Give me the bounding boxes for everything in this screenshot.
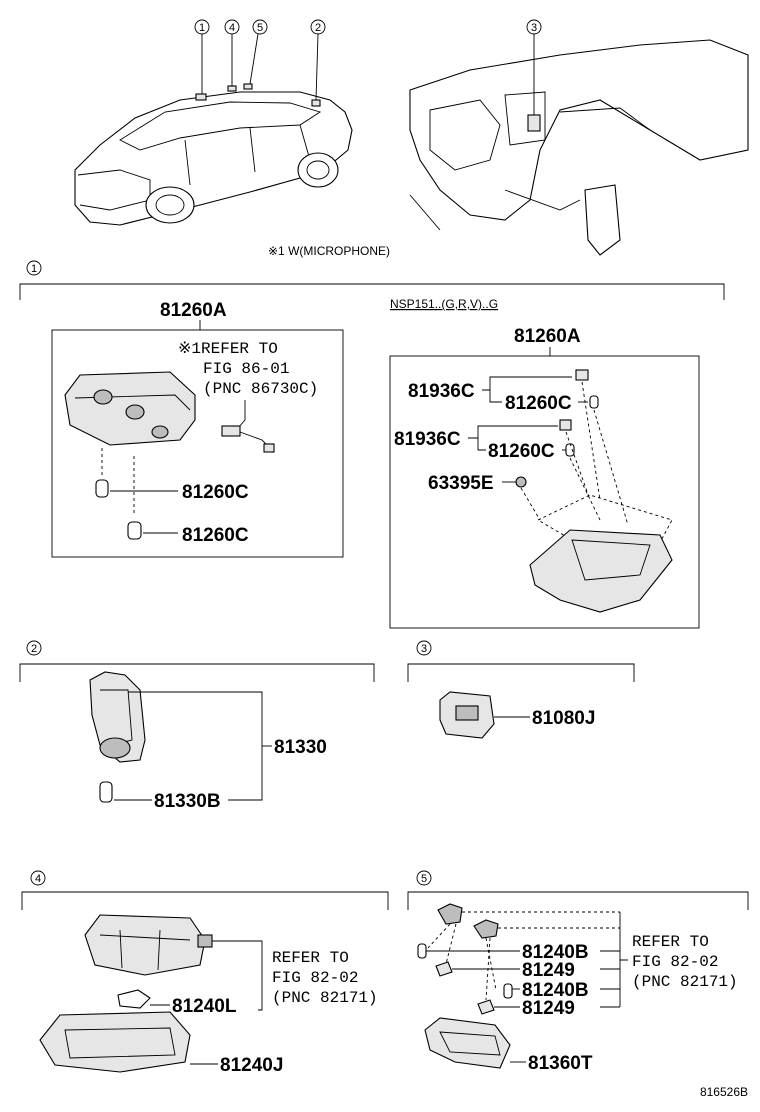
s5-refer-line-1: REFER TO — [632, 933, 709, 951]
section-3: 3 81080J — [407, 640, 635, 739]
microphone-wire — [221, 400, 275, 453]
section1-right-title: 81260A — [514, 326, 581, 347]
figure-code: 816526B — [700, 1085, 748, 1099]
part-81330: 81330 — [274, 737, 327, 758]
s4-refer-line-2: FIG 82-02 — [272, 969, 358, 987]
section-2: 2 81330 81330B — [19, 640, 375, 812]
section-5: 5 81240B 81249 81240B 81249 REFER TO FIG… — [407, 870, 749, 1074]
section1-condition: NSP151..(G,R,V)..G — [390, 297, 498, 311]
section-4: 4 REFER TO FIG 82-02 (PNC 82171) 81240L … — [21, 870, 389, 1076]
bulb-81240l — [117, 989, 151, 1009]
section-1: 1 81260A ※1REFER TO FIG 86-01 (PNC 86730… — [19, 260, 725, 629]
switch-81080j — [439, 691, 495, 739]
part-63395e: 63395E — [428, 473, 494, 494]
bulb-81330b — [99, 781, 113, 803]
section1-left-title: 81260A — [160, 300, 227, 321]
part-81330b: 81330B — [154, 791, 221, 812]
s4-refer-line-1: REFER TO — [272, 949, 349, 967]
s4-refer-line-3: (PNC 82171) — [272, 989, 378, 1007]
s5-refer-line-2: FIG 82-02 — [632, 953, 718, 971]
section1-right-box — [389, 355, 700, 629]
section-4-callout: 4 — [35, 873, 41, 885]
part-81080j: 81080J — [532, 708, 595, 729]
part-81240b-1: 81240B — [522, 942, 589, 963]
refer-line-2: FIG 86-01 — [203, 360, 289, 378]
part-81249-1: 81249 — [522, 960, 575, 981]
section-2-callout: 2 — [31, 643, 37, 655]
callout-3: 3 — [531, 22, 537, 34]
refer-line-3: (PNC 86730C) — [203, 380, 318, 398]
vanity-lamp-parts — [417, 903, 620, 1015]
bulb-81260c-b — [127, 521, 142, 540]
section-3-callout: 3 — [421, 643, 427, 655]
part-81936c-1: 81936C — [408, 381, 475, 402]
section1-left-box — [51, 329, 344, 558]
part-81360t: 81360T — [528, 1053, 593, 1074]
section-1-callout: 1 — [31, 263, 37, 275]
callout-1: 1 — [199, 22, 205, 34]
room-lamp-81240l — [84, 914, 213, 976]
part-81260c-3: 81260C — [505, 393, 572, 414]
luggage-lamp — [89, 671, 146, 763]
part-81260c-4: 81260C — [488, 441, 555, 462]
callout-2: 2 — [315, 22, 321, 34]
callout-5: 5 — [257, 22, 263, 34]
callout-4: 4 — [229, 22, 235, 34]
map-lamp-assy — [64, 371, 196, 446]
part-81240b-2: 81240B — [522, 980, 589, 1001]
refer-line-1: ※1REFER TO — [178, 340, 278, 358]
overview-callouts: 1 4 5 2 3 ※1 W(MICROPHONE) — [194, 19, 542, 258]
part-81260c-1: 81260C — [182, 482, 249, 503]
vanity-lamp-81360t — [424, 1017, 511, 1069]
console-lamp-parts — [515, 369, 673, 613]
car-illustration — [74, 83, 353, 226]
s5-refer-line-3: (PNC 82171) — [632, 973, 738, 991]
bulb-81260c-a — [95, 479, 109, 498]
part-81240l: 81240L — [172, 996, 237, 1017]
microphone-note: ※1 W(MICROPHONE) — [268, 244, 390, 258]
part-81249-2: 81249 — [522, 998, 575, 1019]
part-81240j: 81240J — [220, 1055, 283, 1076]
part-81936c-2: 81936C — [394, 429, 461, 450]
part-81260c-2: 81260C — [182, 525, 249, 546]
section-5-callout: 5 — [421, 873, 427, 885]
dashboard-illustration — [409, 39, 749, 256]
room-lamp-81240j — [39, 1011, 191, 1073]
